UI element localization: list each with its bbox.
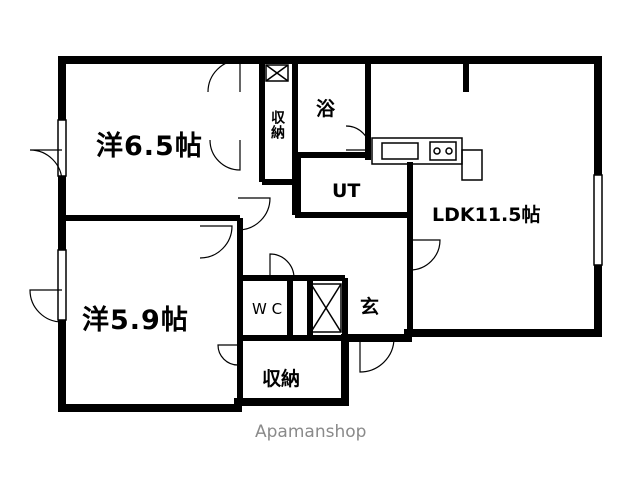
door-swings	[29, 59, 441, 373]
storage-x-box	[310, 283, 342, 333]
room-label-utility: UT	[332, 180, 361, 202]
room-label-entrance: 玄	[360, 296, 380, 318]
room-label-toilet: W C	[252, 300, 283, 318]
room-label-closet-small: 収納	[269, 110, 285, 140]
inner-walls	[62, 62, 469, 405]
stove	[429, 141, 457, 161]
room-label-closet-large: 収納	[262, 368, 301, 390]
vent-box	[265, 64, 289, 82]
watermark-text: Apamanshop	[255, 422, 367, 442]
room-label-western-b: 洋5.9帖	[82, 305, 189, 336]
sink	[381, 142, 419, 160]
fixtures	[265, 64, 483, 333]
room-label-western-a: 洋6.5帖	[96, 131, 203, 162]
room-label-bath: 浴	[316, 98, 336, 120]
room-label-ldk: LDK11.5帖	[432, 204, 541, 226]
